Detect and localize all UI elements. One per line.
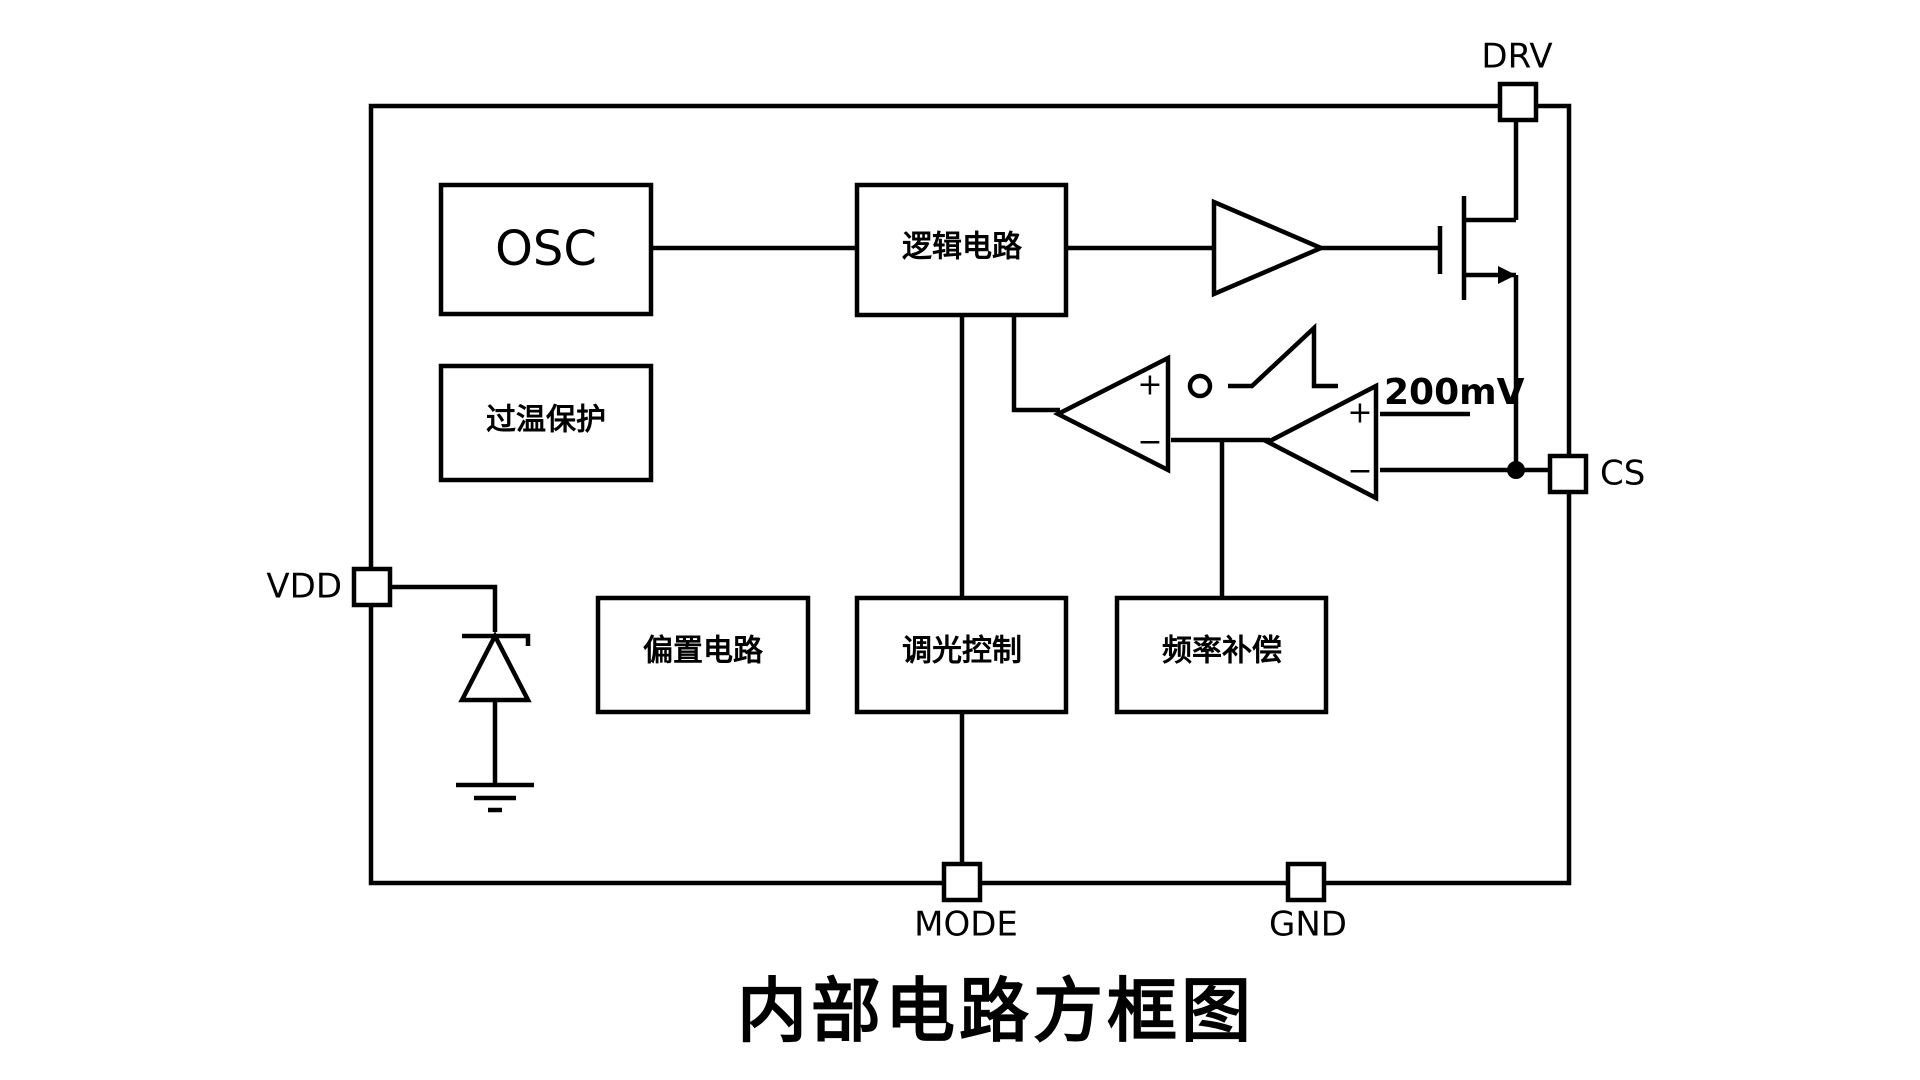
osc-block: OSC (438, 182, 654, 317)
frequency-compensation-block: 频率补偿 (1114, 595, 1329, 715)
logic-circuit-block: 逻辑电路 (854, 182, 1069, 318)
error-amplifier-plus: + (1347, 396, 1372, 431)
pin-cs-label: CS (1600, 454, 1645, 494)
pin-drv: DRV (1481, 37, 1553, 123)
pin-mode: MODE (914, 861, 1018, 945)
pin-vdd: VDD (266, 567, 393, 608)
bias-circuit-block: 偏置电路 (595, 595, 811, 715)
error-amplifier-minus: − (1347, 454, 1372, 489)
pin-cs: CS (1547, 454, 1645, 495)
dimming-control-label: 调光控制 (902, 634, 1022, 669)
logic-circuit-label: 逻辑电路 (902, 230, 1023, 265)
wires (390, 120, 1548, 865)
pwm-comparator: + − (1053, 354, 1171, 474)
pin-drv-label: DRV (1481, 37, 1552, 77)
osc-label: OSC (495, 221, 597, 277)
pin-vdd-label: VDD (266, 567, 342, 607)
dimming-control-block: 调光控制 (854, 595, 1069, 715)
error-amplifier: + − (1263, 382, 1379, 502)
wire-logic-comparator (1011, 316, 1060, 413)
pin-gnd: GND (1269, 861, 1347, 945)
mosfet-icon (1437, 196, 1516, 300)
over-temp-protection-label: 过温保护 (486, 403, 606, 438)
reference-voltage-label: 200mV (1384, 372, 1525, 413)
driver-buffer-triangle (1211, 198, 1327, 298)
ramp-waveform-icon (1228, 322, 1338, 389)
pwm-comparator-plus: + (1137, 368, 1162, 403)
frequency-compensation-label: 频率补偿 (1162, 634, 1282, 669)
zener-diode-icon (456, 631, 534, 813)
bias-circuit-label: 偏置电路 (643, 634, 764, 669)
inverting-bubble (1187, 373, 1213, 399)
wire-vdd-zener (390, 584, 498, 632)
pin-gnd-label: GND (1269, 905, 1347, 945)
over-temp-protection-block: 过温保护 (438, 363, 654, 483)
junction-dot-cs (1507, 461, 1525, 479)
diagram-caption: 内部电路方框图 (737, 970, 1255, 1052)
pwm-comparator-minus: − (1137, 425, 1162, 460)
pin-mode-label: MODE (914, 905, 1018, 945)
